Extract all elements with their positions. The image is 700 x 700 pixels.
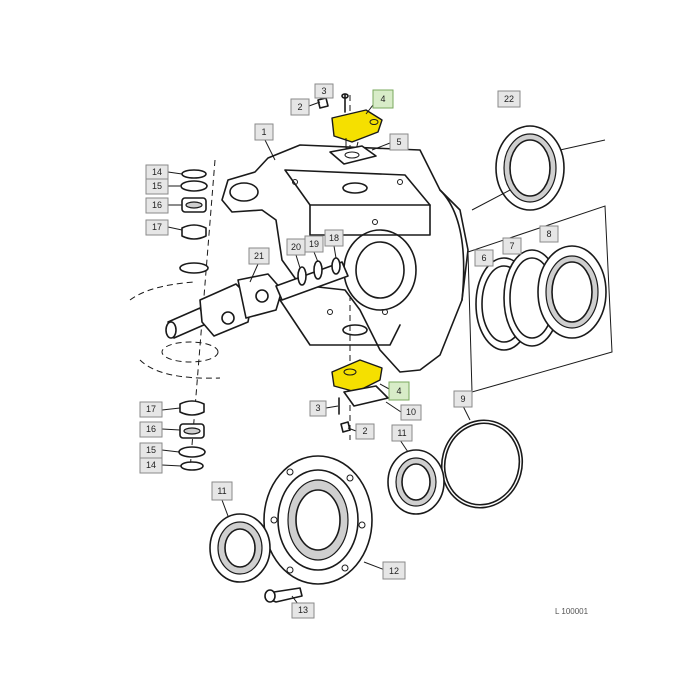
wheel-hub-12	[263, 455, 373, 585]
callout-19: 19	[304, 235, 324, 253]
callout-3-bottom: 3	[309, 400, 327, 417]
svg-text:3: 3	[315, 403, 320, 413]
svg-text:22: 22	[504, 94, 514, 104]
leader-lines	[161, 101, 471, 605]
svg-text:15: 15	[146, 445, 156, 455]
callout-14-bottom: 14	[139, 457, 163, 474]
callout-1: 1	[254, 123, 274, 141]
callout-4-top: 4	[372, 89, 394, 109]
svg-text:10: 10	[406, 407, 416, 417]
svg-text:15: 15	[152, 181, 162, 191]
callout-14-top: 14	[145, 164, 169, 181]
callout-9: 9	[453, 390, 473, 408]
callout-2-top: 2	[290, 98, 310, 116]
svg-text:13: 13	[298, 605, 308, 615]
svg-text:12: 12	[389, 566, 399, 576]
upper-bearing-stack	[179, 169, 209, 274]
callout-13: 13	[291, 602, 315, 619]
seal-22	[471, 125, 606, 211]
callout-16-top: 16	[145, 197, 169, 214]
callout-5: 5	[389, 133, 409, 151]
svg-text:11: 11	[217, 486, 226, 496]
svg-text:18: 18	[329, 233, 339, 243]
svg-text:16: 16	[152, 200, 162, 210]
callout-2-bottom: 2	[355, 423, 375, 440]
callout-11-left: 11	[211, 481, 233, 501]
svg-text:4: 4	[380, 94, 385, 104]
callout-21: 21	[248, 247, 270, 265]
callout-8: 8	[539, 225, 559, 243]
lower-bolt-and-grease-nipple	[338, 397, 351, 433]
bearing-11-right	[387, 449, 445, 515]
svg-text:3: 3	[321, 86, 326, 96]
svg-text:16: 16	[146, 424, 156, 434]
wheel-bolt-13	[264, 587, 303, 603]
svg-text:11: 11	[397, 428, 406, 438]
callout-17-bottom: 17	[139, 401, 163, 418]
axle-housing-outline	[129, 281, 221, 379]
upper-kingpin-cap-highlighted	[331, 109, 383, 151]
lower-bearing-stack	[178, 400, 206, 471]
callout-4-bottom: 4	[388, 381, 410, 401]
callout-17-top: 17	[145, 219, 169, 236]
svg-text:14: 14	[146, 460, 156, 470]
callout-22: 22	[497, 90, 521, 108]
svg-text:7: 7	[509, 241, 514, 251]
callout-10: 10	[400, 404, 422, 421]
svg-text:17: 17	[146, 404, 156, 414]
svg-text:8: 8	[546, 229, 551, 239]
callout-15-bottom: 15	[139, 442, 163, 459]
svg-text:17: 17	[152, 222, 162, 232]
svg-text:9: 9	[460, 394, 465, 404]
callout-18: 18	[324, 229, 344, 247]
o-ring-9	[440, 419, 524, 509]
svg-text:4: 4	[396, 386, 401, 396]
upper-bolt-and-grease-nipple	[317, 93, 349, 113]
bearing-11-left	[209, 513, 271, 583]
callout-16-bottom: 16	[139, 421, 163, 438]
callout-3-top: 3	[314, 83, 334, 99]
svg-text:6: 6	[481, 253, 486, 263]
svg-text:21: 21	[254, 251, 264, 261]
upper-shim-plate	[329, 145, 377, 165]
seal-kit-group	[467, 205, 613, 393]
svg-text:2: 2	[297, 102, 302, 112]
callout-11-right: 11	[391, 424, 413, 442]
svg-text:5: 5	[396, 137, 401, 147]
svg-text:19: 19	[309, 239, 319, 249]
svg-text:2: 2	[362, 426, 367, 436]
callout-15-top: 15	[145, 178, 169, 195]
lower-kingpin-cap-highlighted	[331, 359, 389, 407]
callout-20: 20	[286, 238, 306, 256]
callout-7: 7	[502, 237, 522, 255]
svg-text:20: 20	[291, 242, 301, 252]
drawing-reference-code: L 100001	[555, 607, 589, 616]
callout-12: 12	[382, 561, 406, 580]
svg-text:14: 14	[152, 167, 162, 177]
drive-shaft-ujoint	[165, 257, 349, 339]
svg-text:1: 1	[261, 127, 266, 137]
callout-6: 6	[474, 249, 494, 267]
